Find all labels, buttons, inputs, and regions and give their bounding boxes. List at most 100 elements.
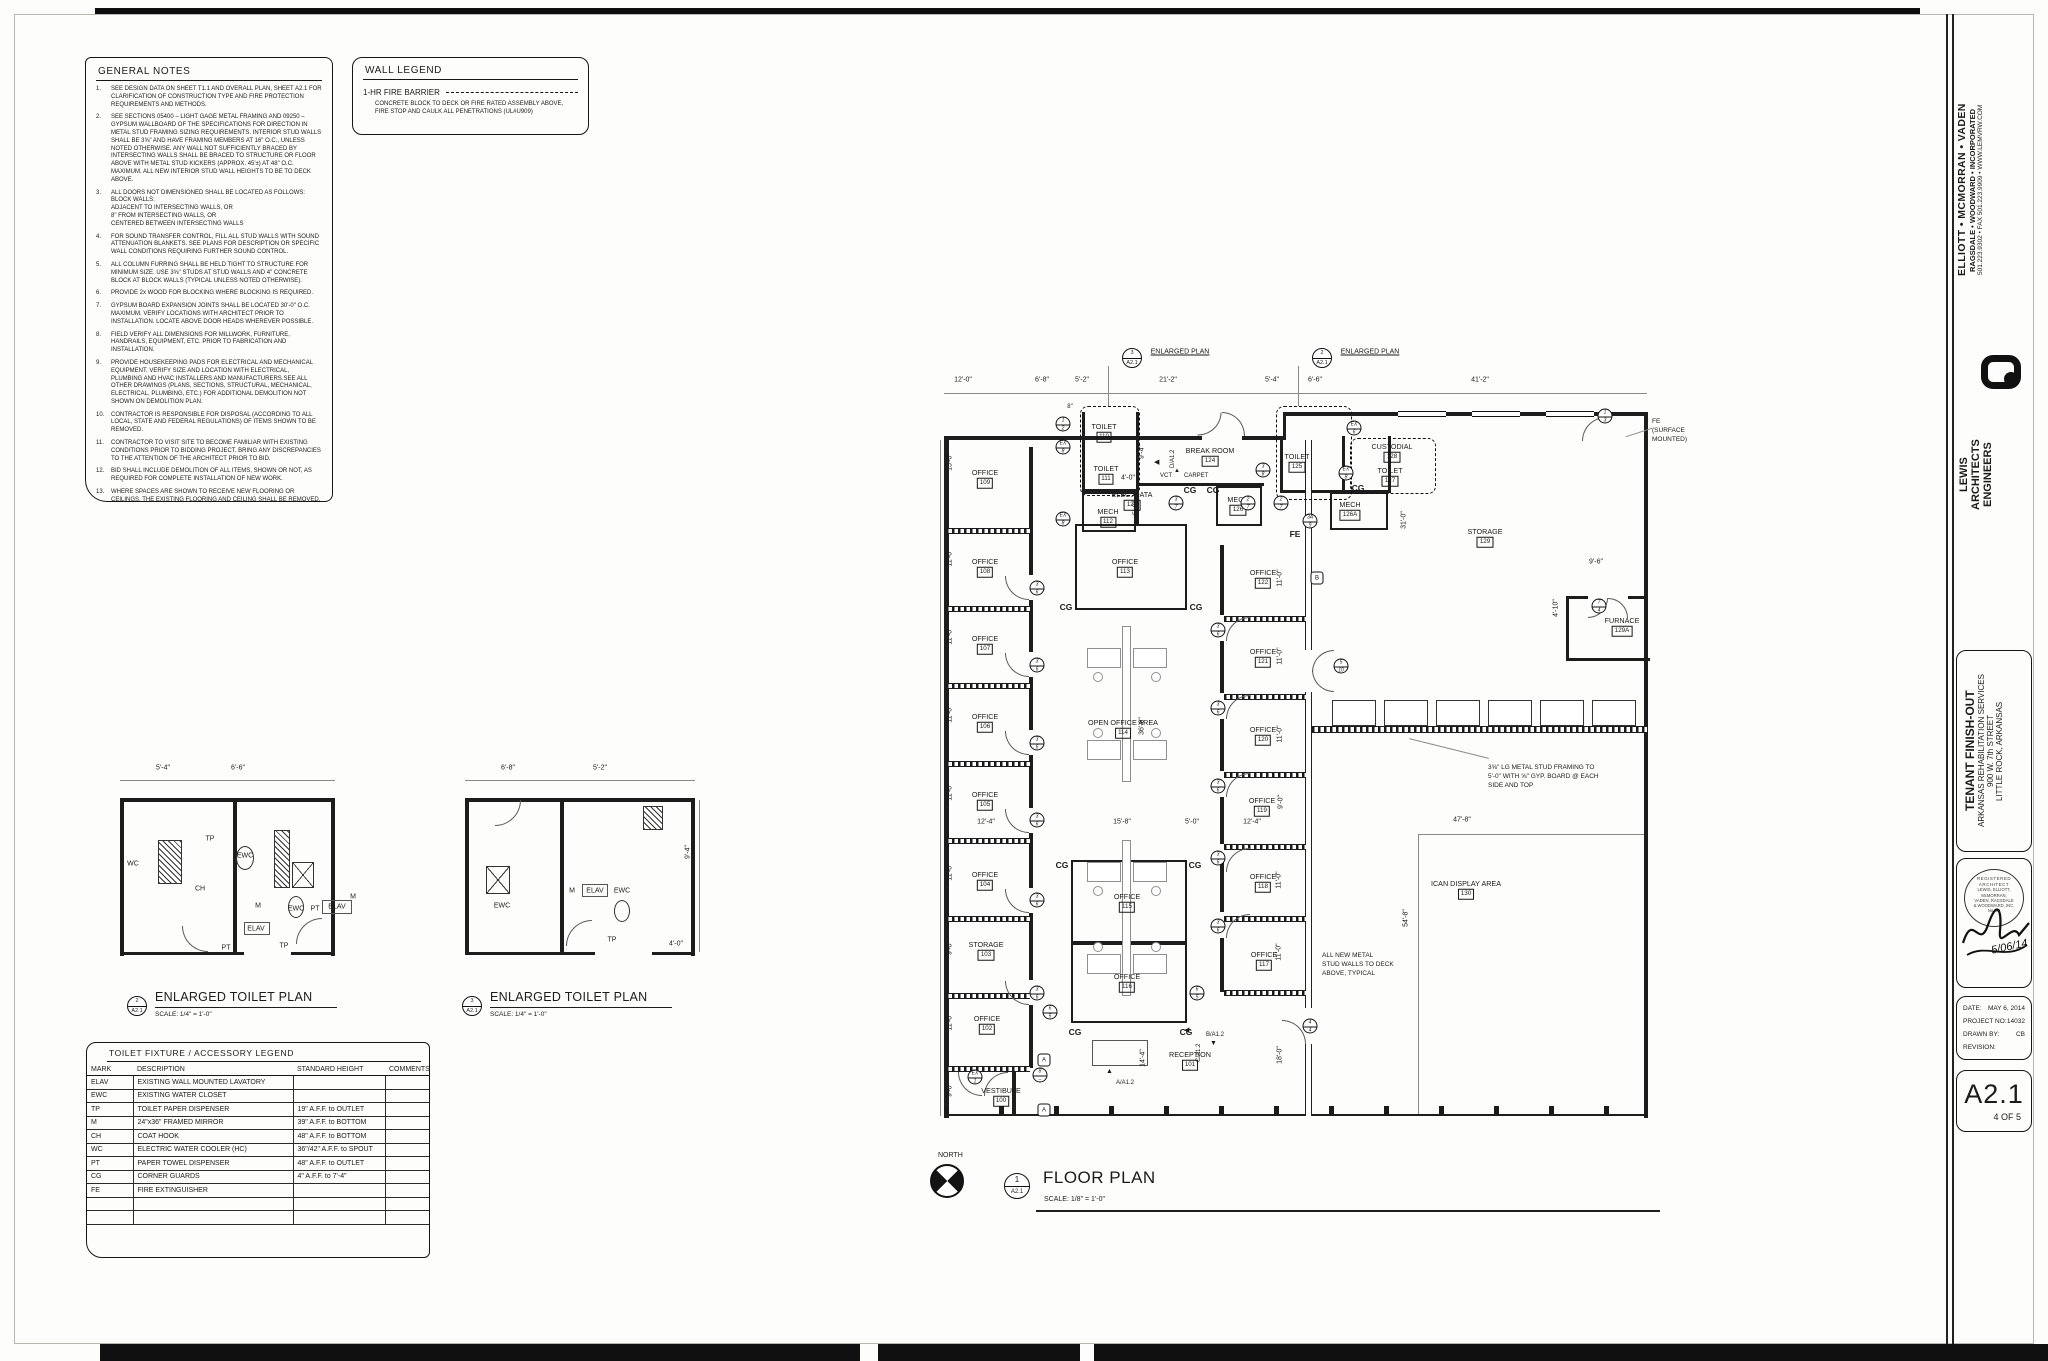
general-notes-panel: GENERAL NOTES 1.SEE DESIGN DATA ON SHEET… [85,57,333,503]
lavatory-symbol [582,884,608,897]
dim-label: 5'-4" [156,764,170,772]
stud-wall [1224,616,1306,622]
cg-mark: CG [1206,485,1220,495]
cg-mark: CG [1351,483,1365,493]
wall [1283,412,1647,416]
cavity-wall [1305,1044,1312,1116]
sheet-number-box: A2.1 4 OF 5 [1956,1070,2032,1132]
wall [1029,755,1033,808]
enlarged-plan-2-scale: SCALE: 1/4" = 1'-0" [155,1011,212,1018]
cavity-wall [1305,692,1312,1008]
elevation-marker-icon: ▲ [1106,1068,1113,1075]
enlarged-plan-3-title: ENLARGED TOILET PLAN [490,990,648,1004]
fixture-label: PT [310,905,320,913]
cg-mark: CG [1059,602,1073,612]
dim-label: 5'-0" [1185,818,1199,826]
room-outline [1075,524,1187,610]
title-underline [490,1007,672,1009]
dim-label: 6'-6" [1308,376,1322,384]
stud-wall [946,916,1030,922]
scan-artifact-bottom [100,1344,2048,1361]
fe-mark: FE [1289,529,1301,539]
wall-type-tag: A [1037,1103,1051,1117]
stamp-box: REGISTERED ARCHITECT LEWIS, ELLIOTT, McM… [1956,858,2032,988]
stud-wall [946,606,1030,612]
titleblock-divider [1946,14,1948,1344]
dim-label: 12'-4" [1243,818,1261,826]
wall [465,952,595,955]
floor-drain [292,862,314,888]
stud-wall [1224,772,1306,778]
workstation-cluster [1085,832,1169,1004]
note-item: 9.PROVIDE HOUSEKEEPING PADS FOR ELECTRIC… [96,359,313,405]
title-underline [1036,1210,1660,1212]
note-item: 11.CONTRACTOR TO VISIT SITE TO BECOME FA… [96,440,321,462]
cg-mark: CG [1189,602,1203,612]
wall-type-tag: B [1310,571,1324,585]
cg-mark: CG [1183,485,1197,495]
partial-height-partition [1540,700,1584,726]
window [1472,411,1520,417]
north-arrow-icon [930,1164,964,1198]
lavatory-symbol [322,900,352,914]
dim-label: 8" [1067,404,1073,410]
enlarged-plan-boundary [1276,406,1352,500]
dim-label: 36'-8" [1138,717,1146,735]
floor-finish-note: CARPET [1184,473,1209,479]
wall [1136,412,1139,524]
wall [120,952,244,955]
dim-label: 47'-8" [1453,816,1471,824]
enlarged-plan-2-title: ENLARGED TOILET PLAN [155,990,313,1004]
dim-label: 12'-0" [954,376,972,384]
fixture-label: ELAV [328,903,346,911]
stud-wall [946,838,1030,844]
dim-label: 41'-2" [1471,376,1489,384]
wall [465,798,695,802]
wall [1029,447,1033,575]
enlarged-plan-3-scale: SCALE: 1/4" = 1'-0" [490,1011,547,1018]
wall [1280,436,1283,493]
toilet-legend-title: TOILET FIXTURE / ACCESSORY LEGEND [107,1048,421,1062]
elevation-ref: A/A1.2 [1116,1080,1135,1086]
dim-line [1418,834,1646,835]
wall [1029,833,1033,888]
fixture-label: PT [221,944,231,952]
workstation-cluster [1085,618,1169,790]
note-item: 2.SEE SECTIONS 05400 – LIGHT GAGE METAL … [96,114,322,183]
fixture-label: M [569,887,575,895]
dim-label: 21'-2" [1159,376,1177,384]
cg-mark: CG [1188,860,1202,870]
wall [1220,641,1224,693]
wall [1220,938,1224,992]
scan-artifact-top [95,8,1920,14]
elevation-ref: C/A1.2 [1196,1043,1202,1062]
wall [465,798,469,954]
stud-wall [946,993,1030,999]
